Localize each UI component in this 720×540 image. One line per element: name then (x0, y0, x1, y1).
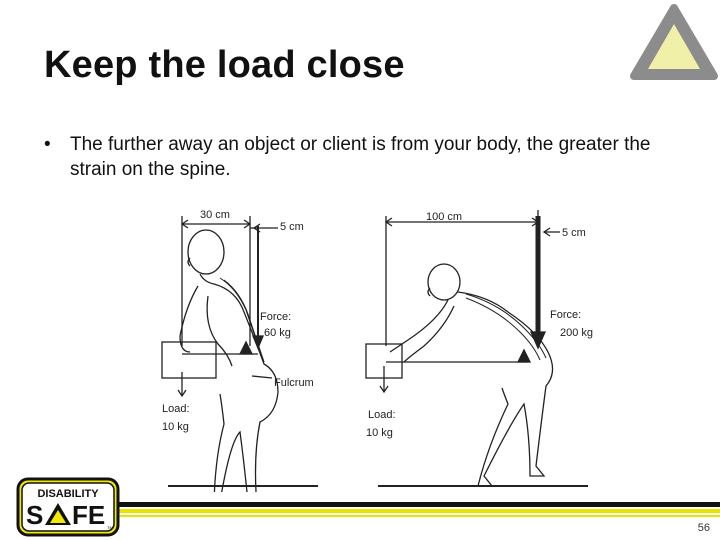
warning-triangle-icon (630, 4, 718, 80)
left-force-label: Force: (260, 311, 291, 323)
lifting-diagram: 30 cm 5 cm Force: 60 kg Fulcrum Load: 10… (161, 209, 593, 492)
logo-letters-fe: FE (72, 500, 105, 530)
right-distance-label: 100 cm (426, 211, 462, 223)
left-load-value: 10 kg (162, 421, 189, 433)
right-spine-label: 5 cm (562, 227, 586, 239)
right-force-value: 200 kg (560, 327, 593, 339)
page-number: 56 (697, 522, 710, 534)
bullet-text: The further away an object or client is … (70, 134, 651, 180)
footer-bar (100, 502, 720, 517)
bullet-item: • The further away an object or client i… (44, 132, 664, 182)
left-distance-label: 30 cm (200, 209, 230, 221)
left-load-label: Load: (162, 403, 190, 415)
logo-letter-s: S (26, 500, 43, 530)
left-fulcrum-label: Fulcrum (274, 377, 314, 389)
left-spine-label: 5 cm (280, 221, 304, 233)
logo-line1: DISABILITY (37, 488, 99, 500)
right-load-label: Load: (368, 409, 396, 421)
left-force-value: 60 kg (264, 327, 291, 339)
right-force-label: Force: (550, 309, 581, 321)
slide-title: Keep the load close (44, 44, 405, 86)
logo-tm: TM (107, 525, 113, 530)
disability-safe-logo: DISABILITY S FE TM (16, 477, 120, 537)
bullet-dot-icon: • (44, 134, 51, 155)
right-load-value: 10 kg (366, 427, 393, 439)
